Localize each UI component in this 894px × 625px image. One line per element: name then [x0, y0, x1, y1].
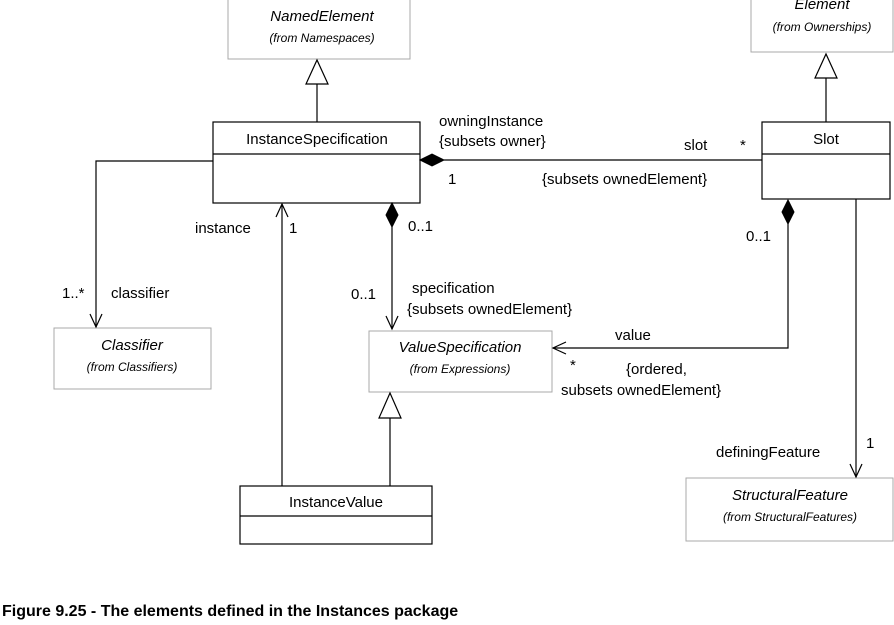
value-multiplicity: * — [570, 357, 576, 374]
structural-feature-name: StructuralFeature — [732, 487, 848, 504]
slot-name: Slot — [813, 131, 840, 148]
value-role: value — [615, 327, 651, 344]
classifier-multiplicity: 1..* — [62, 285, 85, 302]
specification-role: specification — [412, 280, 495, 297]
structural-feature-class: StructuralFeature (from StructuralFeatur… — [685, 477, 894, 542]
value-specification-name: ValueSpecification — [399, 339, 522, 356]
association-owning-instance-slot — [418, 153, 762, 167]
instance-multiplicity: 1 — [289, 220, 297, 237]
generalization-instance-specification-named-element — [305, 58, 329, 122]
value-subsets-owned-element: subsets ownedElement} — [561, 382, 721, 399]
instance-value-class: InstanceValue — [239, 485, 433, 545]
specification-owner-multiplicity: 0..1 — [408, 218, 433, 235]
instance-value-name: InstanceValue — [289, 494, 383, 511]
owning-instance-role: owningInstance — [439, 113, 543, 130]
instance-specification-class: InstanceSpecification — [212, 121, 421, 204]
element-source: (from Ownerships) — [773, 20, 872, 34]
association-classifier — [89, 160, 213, 329]
generalization-slot-element — [814, 52, 838, 122]
value-specification-class: ValueSpecification (from Expressions) — [368, 330, 553, 393]
association-specification — [385, 201, 399, 331]
association-defining-feature — [849, 199, 863, 479]
specification-multiplicity: 0..1 — [351, 286, 376, 303]
element-name: Element — [794, 0, 850, 13]
classifier-class: Classifier (from Classifiers) — [53, 327, 212, 390]
named-element-source: (from Namespaces) — [269, 31, 374, 45]
generalization-instance-value-value-specification — [378, 391, 402, 486]
owning-instance-subsets: {subsets owner} — [439, 133, 546, 150]
slot-multiplicity: * — [740, 137, 746, 154]
value-ordered: {ordered, — [626, 361, 687, 378]
defining-feature-role: definingFeature — [716, 444, 820, 461]
classifier-role: classifier — [111, 285, 169, 302]
named-element-name: NamedElement — [270, 8, 374, 25]
instance-role: instance — [195, 220, 251, 237]
slot-subsets-owned-element: {subsets ownedElement} — [542, 171, 707, 188]
specification-subsets-owned-element: {subsets ownedElement} — [407, 301, 572, 318]
classifier-name: Classifier — [101, 337, 164, 354]
owning-instance-multiplicity: 1 — [448, 171, 456, 188]
slot-role: slot — [684, 137, 708, 154]
element-class: Element (from Ownerships) — [750, 0, 894, 53]
value-specification-source: (from Expressions) — [410, 362, 511, 376]
named-element-class: NamedElement (from Namespaces) — [227, 0, 411, 60]
instance-specification-name: InstanceSpecification — [246, 131, 388, 148]
defining-feature-multiplicity: 1 — [866, 435, 874, 452]
slot-class: Slot — [761, 121, 891, 200]
value-owner-multiplicity: 0..1 — [746, 228, 771, 245]
figure-caption: Figure 9.25 - The elements defined in th… — [2, 603, 458, 620]
association-value — [551, 198, 795, 355]
association-instance — [275, 202, 289, 486]
structural-feature-source: (from StructuralFeatures) — [723, 510, 857, 524]
classifier-source: (from Classifiers) — [87, 360, 178, 374]
